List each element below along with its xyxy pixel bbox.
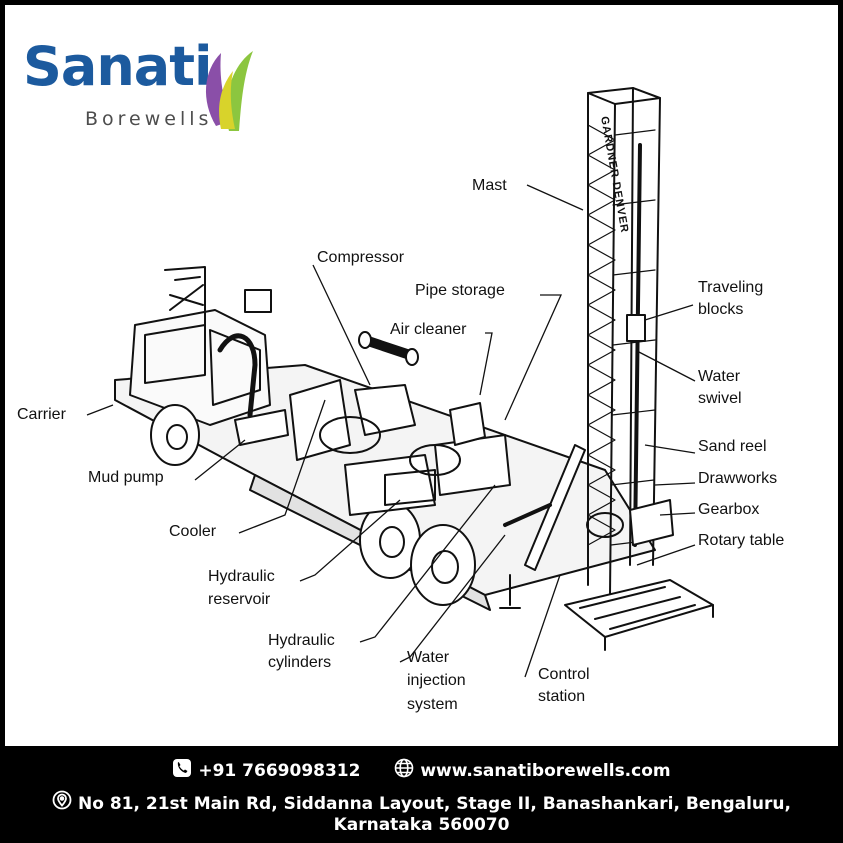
label-water-swivel-line1: Water — [698, 368, 741, 385]
label-hydraulic-reservoir-line1: Hydraulic — [208, 568, 275, 585]
diagram-panel: GARDNER DENVER — [5, 5, 838, 746]
label-pipe-storage: Pipe storage — [415, 282, 505, 299]
label-water-swivel-line2: swivel — [698, 390, 742, 407]
label-hydraulic-cylinders-line2: cylinders — [268, 654, 332, 671]
location-pin-icon — [52, 790, 72, 818]
brand-logo: Sanati Borewells — [23, 35, 283, 145]
contact-row: +91 7669098312 www.sanatiborewells.com — [0, 758, 843, 784]
leaf-logo-icon — [205, 51, 253, 131]
label-cooler: Cooler — [169, 523, 217, 540]
label-water-injection-line1: Water — [407, 649, 450, 666]
address-line-2: Karnataka 560070 — [333, 815, 510, 835]
drill-rig-illustration: GARDNER DENVER — [86, 87, 714, 678]
label-hydraulic-reservoir-line2: reservoir — [208, 591, 271, 608]
globe-icon — [394, 758, 414, 784]
label-traveling-blocks-line2: blocks — [698, 301, 744, 318]
label-water-injection-line3: system — [407, 696, 458, 713]
phone-number-link[interactable]: +91 7669098312 — [198, 761, 361, 781]
label-drawworks: Drawworks — [698, 470, 778, 487]
label-sand-reel: Sand reel — [698, 438, 767, 455]
label-rotary-table: Rotary table — [698, 532, 785, 549]
website-link[interactable]: www.sanatiborewells.com — [420, 761, 671, 781]
brand-tagline: Borewells — [85, 108, 213, 130]
label-control-station-line1: Control — [538, 666, 590, 683]
label-water-injection-line2: injection — [407, 672, 466, 689]
label-carrier: Carrier — [17, 406, 66, 423]
contact-footer: +91 7669098312 www.sanatiborewells.com N… — [0, 746, 843, 843]
address-line-1: No 81, 21st Main Rd, Siddanna Layout, St… — [78, 794, 791, 814]
address-row: No 81, 21st Main Rd, Siddanna Layout, St… — [0, 790, 843, 818]
label-control-station-line2: station — [538, 688, 586, 705]
address-row-2: Karnataka 560070 — [0, 814, 843, 836]
label-gearbox: Gearbox — [698, 501, 760, 518]
label-traveling-blocks-line1: Traveling — [698, 279, 764, 296]
label-air-cleaner: Air cleaner — [390, 321, 467, 338]
label-mud-pump: Mud pump — [88, 469, 164, 486]
label-compressor: Compressor — [317, 249, 405, 266]
brand-name: Sanati — [23, 35, 213, 98]
label-mast: Mast — [472, 177, 507, 194]
phone-icon — [172, 758, 192, 784]
label-hydraulic-cylinders-line1: Hydraulic — [268, 632, 335, 649]
